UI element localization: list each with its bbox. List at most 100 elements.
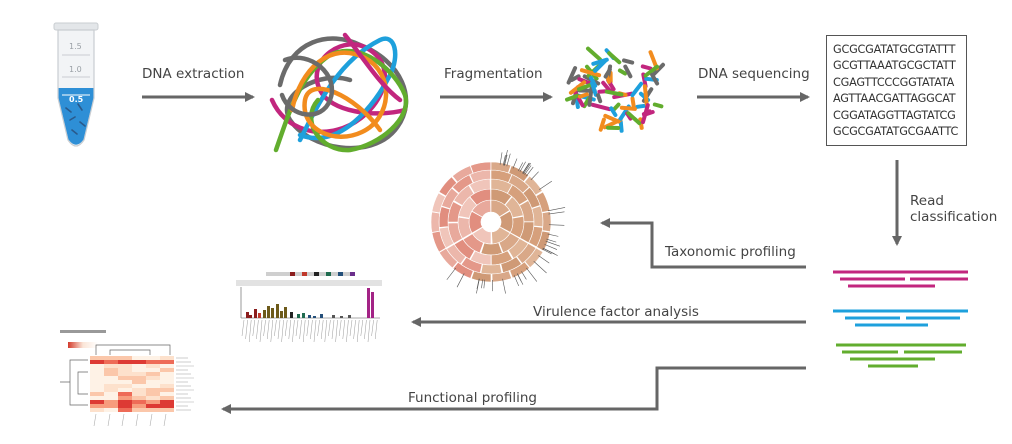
virulence-bar-chart-thumbnail <box>236 272 382 343</box>
dna-fragment <box>565 93 580 102</box>
sunburst-leader-line <box>481 279 484 289</box>
arrow-functional-profiling <box>221 366 806 414</box>
heatmap-cell <box>90 372 104 376</box>
heatmap-cell <box>90 356 104 360</box>
heatmap-cell <box>104 376 118 380</box>
dna-fragment <box>572 88 585 108</box>
thumbnail-tick-label <box>320 319 324 340</box>
heatmap-color-key <box>68 342 98 348</box>
sunburst-segment <box>460 256 483 274</box>
heatmap-col-label <box>93 413 97 427</box>
heatmap-cell <box>160 392 174 396</box>
dna-fragment <box>626 111 642 126</box>
legend-swatch <box>290 272 295 276</box>
heatmap-cell <box>118 368 132 372</box>
thumbnail-tick-label <box>266 319 270 340</box>
dna-fragments-icon <box>565 46 665 133</box>
sunburst-segment <box>535 191 551 213</box>
thumbnail-bar <box>340 316 343 318</box>
dna-fragment <box>596 93 603 104</box>
tube-mark-1-5: 1.5 <box>69 42 82 51</box>
dna-fragment <box>642 84 649 106</box>
dna-fragment <box>578 92 589 99</box>
heatmap-cell <box>90 404 104 408</box>
thumbnail-tick-label <box>295 319 299 337</box>
sunburst-segment <box>452 165 474 183</box>
sunburst-leader-line <box>533 261 547 274</box>
heatmap-col-label <box>107 413 111 427</box>
heatmap-cell <box>132 360 146 364</box>
label-read: Read <box>910 193 944 209</box>
dna-fragment <box>569 74 581 82</box>
thumbnail-tick-label <box>288 319 292 340</box>
dna-fragment <box>652 102 664 109</box>
heatmap-cell <box>132 364 146 368</box>
heatmap-cell <box>90 376 104 380</box>
heatmap-cell <box>146 376 160 380</box>
heatmap-cell <box>160 376 174 380</box>
heatmap-cell <box>118 408 132 412</box>
sunburst-segment <box>430 211 441 233</box>
heatmap-cell <box>160 364 174 368</box>
thumbnail-tick-label <box>281 319 284 343</box>
thumbnail-tick-label <box>349 319 353 337</box>
sunburst-leader-line <box>544 244 558 250</box>
heatmap-cell <box>132 368 146 372</box>
heatmap-col-label <box>121 413 125 427</box>
thumbnail-tick-label <box>317 319 320 337</box>
sunburst-segment <box>470 161 492 174</box>
sunburst-leader-line <box>548 224 565 226</box>
heatmap-cell <box>132 376 146 380</box>
dna-fragment <box>619 105 637 111</box>
heatmap-cell <box>90 384 104 388</box>
thumbnail-tick-label <box>353 319 356 340</box>
sunburst-leader-line <box>547 233 559 237</box>
heatmap-cell <box>132 400 146 404</box>
heatmap-cell <box>104 388 118 392</box>
dna-fragment <box>568 80 587 95</box>
label-classification: classification <box>910 209 998 225</box>
sunburst-leader-line <box>513 275 520 287</box>
sunburst-segment <box>524 247 544 268</box>
classified-reads-icon <box>833 270 968 368</box>
thumbnail-bar <box>280 311 283 318</box>
sunburst-leader-line <box>523 163 531 175</box>
sequence-reads-box: GCGCGATATGCGTATTT GCGTTAAATGCGCTATT CGAG… <box>826 35 967 146</box>
heatmap-cell <box>132 404 146 408</box>
sunburst-leader-line <box>502 278 506 294</box>
dna-fragment <box>577 82 595 92</box>
sunburst-leader-line <box>542 247 558 256</box>
heatmap-cell <box>132 388 146 392</box>
heatmap-cell <box>146 396 160 400</box>
heatmap-cell <box>90 368 104 372</box>
heatmap-cell <box>104 356 118 360</box>
thumbnail-tick-label <box>324 319 328 343</box>
thumbnail-tick-label <box>306 319 310 337</box>
dna-fragment <box>630 81 644 98</box>
thumbnail-bar <box>249 315 252 318</box>
dna-fragment <box>623 64 633 79</box>
thumbnail-bar <box>308 315 311 318</box>
sunburst-leader-line <box>483 279 486 289</box>
heatmap-cell <box>118 364 132 368</box>
sequence-line: GCGCGATATGCGAATTC <box>833 125 959 139</box>
sunburst-leader-line <box>476 278 480 294</box>
thumbnail-bar <box>267 306 270 318</box>
thumbnail-tick-label <box>259 319 263 343</box>
thumbnail-tick-label <box>367 319 371 343</box>
sunburst-segment <box>490 161 512 174</box>
dna-fragment <box>643 64 660 78</box>
heatmap-cell <box>160 388 174 392</box>
legend-swatch <box>302 272 307 276</box>
thumbnail-tick-label <box>263 319 266 337</box>
sunburst-segment <box>438 248 458 269</box>
tube-mark-1-0: 1.0 <box>69 65 82 74</box>
taxonomy-sunburst-thumbnail <box>430 149 566 294</box>
dna-fragment <box>604 89 624 97</box>
heatmap-cell <box>146 384 160 388</box>
sunburst-segment <box>480 242 503 256</box>
label-virulence-factor-analysis: Virulence factor analysis <box>533 304 699 320</box>
label-dna-sequencing: DNA sequencing <box>698 66 810 82</box>
thumbnail-bar <box>332 315 335 318</box>
